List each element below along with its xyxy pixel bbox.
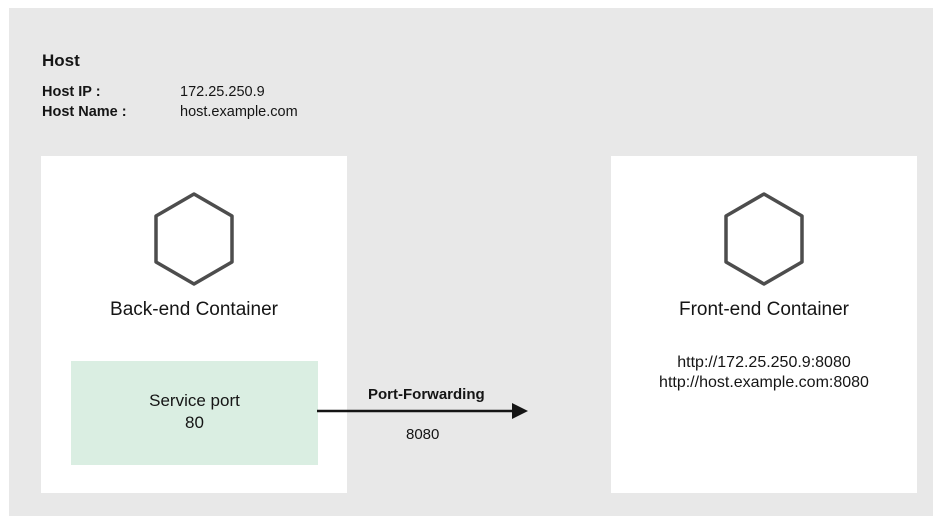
service-port-box: Service port 80	[71, 361, 318, 465]
host-name-value: host.example.com	[180, 104, 298, 120]
host-ip-label: Host IP :	[42, 84, 101, 100]
backend-container-title: Back-end Container	[110, 299, 278, 320]
arrow-right-icon	[317, 403, 528, 419]
host-name-row: Host Name : host.example.com	[42, 103, 298, 121]
host-ip-row: Host IP : 172.25.250.9	[42, 83, 265, 101]
frontend-url: http://172.25.250.9:8080	[677, 354, 851, 371]
hexagon-icon	[724, 192, 804, 286]
service-port-label: Service port	[149, 391, 240, 410]
frontend-container-title: Front-end Container	[678, 299, 850, 320]
frontend-url: http://host.example.com:8080	[659, 374, 869, 391]
backend-container: Back-end Container Service port 80	[41, 156, 347, 493]
host-title: Host	[42, 51, 80, 70]
host-name-label: Host Name :	[42, 104, 127, 120]
frontend-container: Front-end Container http://172.25.250.9:…	[611, 156, 917, 493]
port-forwarding-port: 8080	[406, 426, 440, 443]
port-forwarding-label: Port-Forwarding	[368, 386, 485, 403]
hexagon-icon	[154, 192, 234, 286]
host-ip-value: 172.25.250.9	[180, 84, 265, 100]
frontend-url-list: http://172.25.250.9:8080 http://host.exa…	[611, 353, 917, 393]
service-port-number: 80	[185, 413, 204, 432]
